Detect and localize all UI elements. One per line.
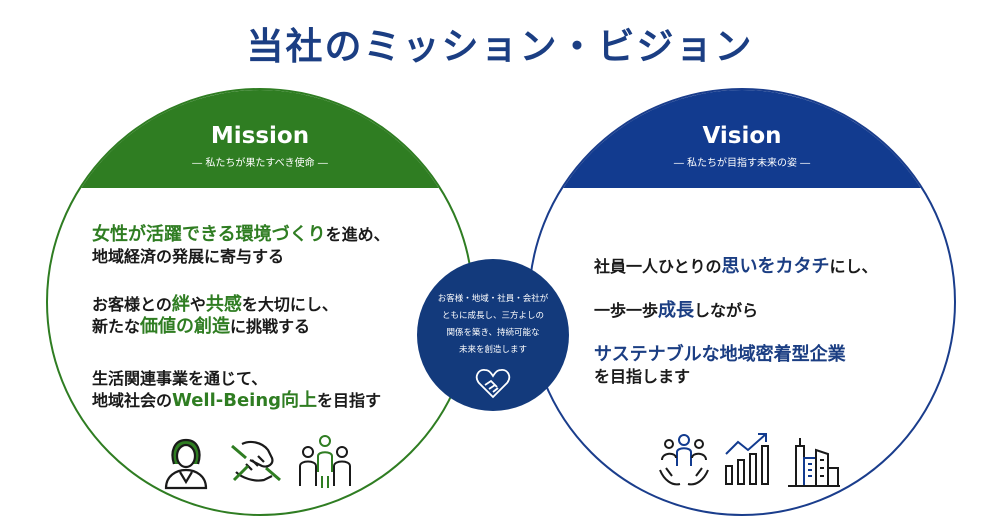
mission-item-1-highlight: 女性が活躍できる環境づくり	[92, 224, 326, 245]
vision-line-2-rest: しながら	[694, 301, 759, 320]
group-icon	[299, 435, 351, 488]
vision-line-3-highlight: サステナブルな地域密着型企業	[594, 344, 846, 365]
mission-item-3-highlight: Well-Being向上	[172, 390, 318, 411]
heart-handshake-icon	[475, 369, 511, 399]
mission-item-2-line2-rest: に挑戦する	[230, 317, 311, 336]
vision-line-1-pre: 社員一人ひとりの	[594, 257, 722, 276]
mission-item-2-line2-pre: 新たな	[92, 317, 141, 336]
vision-subtitle: ― 私たちが目指す未来の姿 ―	[673, 158, 811, 169]
mission-item-3-pre: 地域社会の	[92, 391, 173, 410]
mission-item-3-line1: 生活関連事業を通じて、	[92, 369, 268, 388]
center-circle: お客様・地域・社員・会社が ともに成長し、三方よしの 関係を築き、持続可能な 未…	[417, 259, 569, 411]
center-line-3: 関係を築き、持続可能な	[446, 328, 540, 338]
mission-item-2-rest: を大切にし、	[241, 295, 338, 314]
mission-subtitle: ― 私たちが果たすべき使命 ―	[192, 158, 328, 169]
center-line-1: お客様・地域・社員・会社が	[437, 294, 549, 304]
vision-line-2-pre: 一歩一歩	[594, 301, 659, 320]
mission-item-1-line2: 地域経済の発展に寄与する	[92, 247, 285, 266]
vision-line-2-highlight: 成長	[658, 300, 695, 321]
mission-item-2-line2-highlight: 価値の創造	[140, 316, 231, 337]
mission-item-2-highlight-1: 絆	[171, 294, 190, 315]
mission-item-1: 女性が活躍できる環境づくりを進め、 地域経済の発展に寄与する	[92, 224, 390, 268]
vision-line-1-highlight: 思いをカタチ	[721, 256, 830, 277]
woman-icon	[164, 438, 208, 490]
vision-header: Vision ― 私たちが目指す未来の姿 ―	[530, 90, 954, 188]
center-line-2: ともに成長し、三方よしの	[441, 311, 544, 321]
vision-line-3: サステナブルな地域密着型企業 を目指します	[594, 344, 846, 388]
vision-line-4: を目指します	[594, 367, 691, 386]
center-line-4: 未来を創造します	[458, 345, 527, 355]
center-text: お客様・地域・社員・会社が ともに成長し、三方よしの 関係を築き、持続可能な 未…	[427, 291, 559, 359]
mission-header: Mission ― 私たちが果たすべき使命 ―	[48, 90, 472, 188]
city-buildings-icon	[788, 438, 840, 487]
mission-heading: Mission	[210, 123, 310, 149]
people-support-icon	[659, 434, 709, 486]
mission-item-2-highlight-2: 共感	[205, 294, 242, 315]
mission-item-2: お客様との絆や共感を大切にし、 新たな価値の創造に挑戦する	[92, 294, 338, 338]
page-title: 当社のミッション・ビジョン	[246, 25, 754, 68]
mission-item-3: 生活関連事業を通じて、 地域社会のWell-Being向上を目指す	[92, 368, 381, 412]
vision-line-2: 一歩一歩成長しながら	[594, 300, 758, 322]
vision-line-1-rest: にし、	[829, 257, 878, 276]
vision-line-1: 社員一人ひとりの思いをカタチにし、	[594, 256, 878, 278]
growth-chart-icon	[725, 433, 769, 485]
mission-item-2-pre: お客様との	[92, 295, 172, 314]
vision-heading: Vision	[702, 123, 782, 149]
mission-item-1-text: を進め、	[325, 225, 390, 244]
mission-item-2-mid: や	[189, 295, 206, 314]
mission-item-3-rest: を目指す	[317, 391, 382, 410]
handshake-icon	[231, 440, 281, 482]
